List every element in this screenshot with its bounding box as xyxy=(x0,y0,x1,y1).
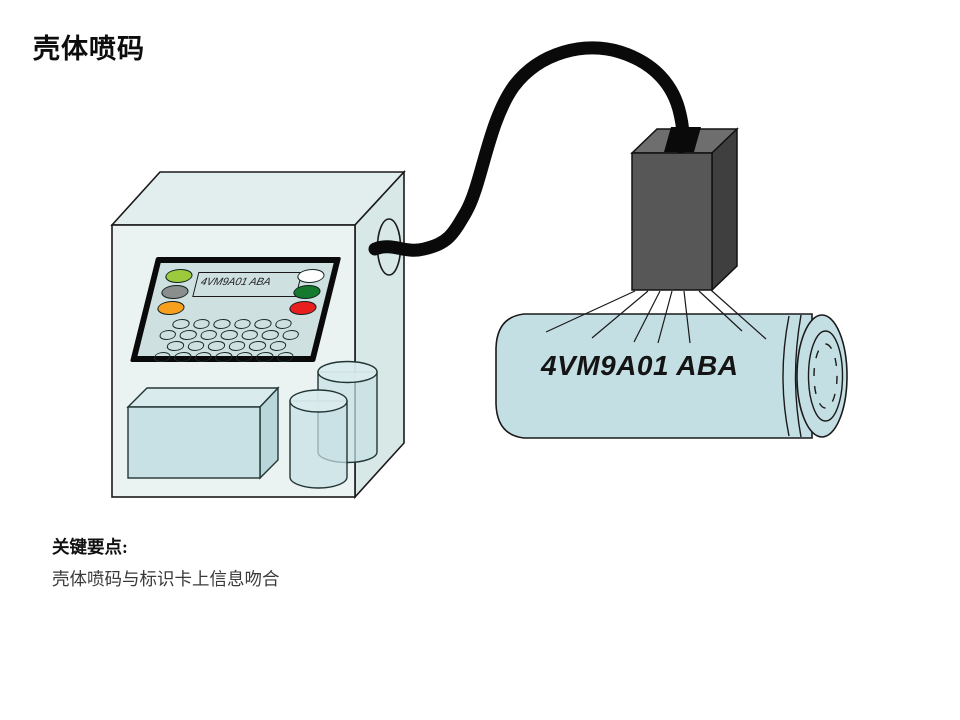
battery-crimp-groove-2 xyxy=(794,314,802,438)
spray-line xyxy=(545,290,636,333)
keyboard-key xyxy=(247,341,267,351)
keyboard-key xyxy=(199,330,219,340)
keyboard-key xyxy=(158,330,178,340)
keyboard-key xyxy=(260,330,280,340)
battery-crimp-groove-1 xyxy=(782,315,790,437)
printer-control-panel: 4VM9A01 ABA xyxy=(130,257,342,362)
ink-bottle-front-body xyxy=(289,400,348,489)
battery-body xyxy=(495,313,813,439)
keyboard-key xyxy=(255,352,275,362)
keyboard-key xyxy=(173,352,193,362)
keyboard-key xyxy=(171,319,191,329)
keyboard-key xyxy=(206,341,226,351)
keyboard-key xyxy=(219,330,239,340)
keyboard-key xyxy=(178,330,198,340)
cabinet-top-face xyxy=(110,171,406,226)
keyboard-key xyxy=(268,341,288,351)
page-title: 壳体喷码 xyxy=(33,34,145,64)
keyboard-key xyxy=(281,330,301,340)
key-points-heading: 关键要点: xyxy=(52,537,128,557)
umbilical-cable xyxy=(368,41,690,257)
keyboard-key xyxy=(232,319,252,329)
keyboard-key xyxy=(273,319,293,329)
panel-button-orange xyxy=(155,301,187,315)
battery-end-cap xyxy=(796,314,848,438)
key-points-body: 壳体喷码与标识卡上信息吻合 xyxy=(52,569,280,589)
keyboard-row xyxy=(165,341,288,351)
printer-keyboard xyxy=(138,319,318,362)
ink-bottle-rear-top xyxy=(317,360,378,384)
keyboard-key xyxy=(186,341,206,351)
keyboard-key xyxy=(214,352,234,362)
panel-button-white xyxy=(295,269,327,283)
print-head-front xyxy=(631,152,713,291)
keyboard-key xyxy=(240,330,260,340)
battery-end-vents xyxy=(813,343,838,409)
keyboard-key xyxy=(227,341,247,351)
keyboard-key xyxy=(212,319,232,329)
printer-display: 4VM9A01 ABA xyxy=(192,272,303,297)
panel-button-yellow-green xyxy=(163,269,195,283)
key-points: 关键要点: 壳体喷码与标识卡上信息吻合 xyxy=(52,534,280,591)
ink-box-front xyxy=(127,406,261,479)
spray-line xyxy=(683,290,691,344)
panel-button-red xyxy=(287,301,319,315)
keyboard-key xyxy=(152,352,172,362)
print-head-side xyxy=(711,127,738,292)
keyboard-row xyxy=(152,352,295,362)
printed-code-label: 4VM9A01 ABA xyxy=(541,350,739,381)
keyboard-key xyxy=(165,341,185,351)
spray-line xyxy=(711,290,767,340)
ink-bottle-front-top xyxy=(289,389,348,413)
accessories xyxy=(126,360,378,489)
spray-line xyxy=(591,290,649,339)
spray-lines xyxy=(545,290,767,344)
spray-line xyxy=(633,290,661,343)
spray-line xyxy=(657,290,673,344)
keyboard-row xyxy=(171,319,293,329)
keyboard-key xyxy=(275,352,295,362)
ink-box xyxy=(126,386,280,480)
keyboard-key xyxy=(253,319,273,329)
keyboard-key xyxy=(193,352,213,362)
panel-buttons-left xyxy=(155,269,195,315)
print-head xyxy=(630,127,739,292)
keyboard-key xyxy=(191,319,211,329)
keyboard-row xyxy=(158,330,301,340)
keyboard-key xyxy=(234,352,254,362)
battery-shell xyxy=(495,313,848,439)
panel-button-dark-green xyxy=(291,285,323,299)
spray-line xyxy=(698,290,743,332)
battery-end-rim xyxy=(807,330,844,422)
panel-button-gray xyxy=(159,285,191,299)
ink-box-top xyxy=(126,387,280,408)
ink-bottle-front xyxy=(289,389,348,489)
